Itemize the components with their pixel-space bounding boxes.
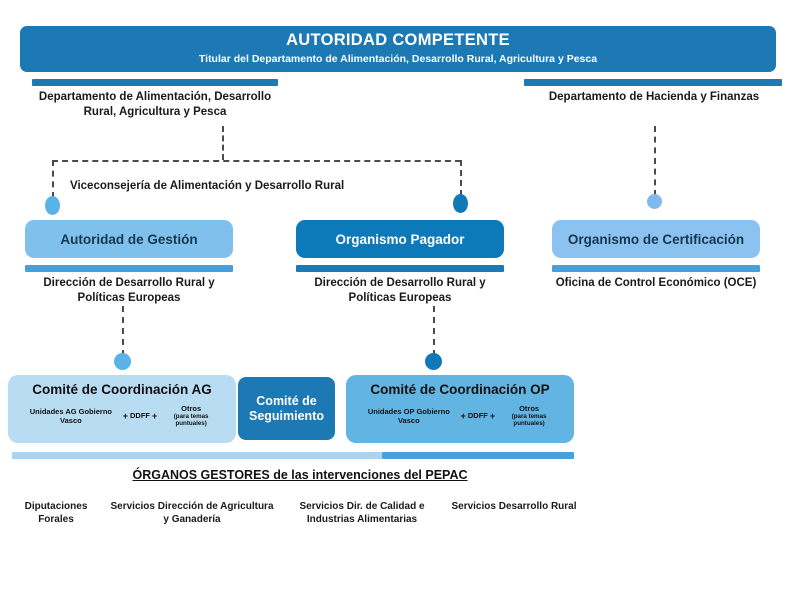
- comite-op-member-2-main: Otros: [519, 403, 540, 413]
- node-comite-op: [425, 353, 442, 370]
- comite-op-title: Comité de Coordinación OP: [370, 382, 550, 397]
- comite-op-plus-1: +: [489, 410, 496, 421]
- connector-stem-hacienda: [654, 126, 656, 196]
- comite-op-member-2: Otros (para temas puntuales): [497, 404, 561, 428]
- comite-ag-plus-0: +: [122, 410, 128, 421]
- autoridad-gestion-subtitle: Dirección de Desarrollo Rural y Política…: [43, 277, 215, 304]
- node-comite-ag: [114, 353, 131, 370]
- organos-accent-bar-left: [12, 452, 382, 459]
- dept-hacienda-label: Departamento de Hacienda y Finanzas: [548, 91, 760, 103]
- comite-op-member-1-main: DDFF: [467, 411, 488, 421]
- organismo-pagador-accent-bar: [296, 265, 504, 272]
- organismo-pagador-subtitle: Dirección de Desarrollo Rural y Política…: [314, 277, 486, 304]
- dept-alimentacion-accent-bar: [32, 79, 278, 86]
- organos-accent-bar-right: [382, 452, 574, 459]
- comite-coordinacion-ag[interactable]: Comité de Coordinación AG Unidades AG Go…: [8, 375, 236, 443]
- comite-seguimiento[interactable]: Comité de Seguimiento: [238, 377, 335, 440]
- organo-servicios-agricultura-ganaderia: Servicios Dirección de Agricultura y Gan…: [110, 501, 274, 525]
- organo-diputaciones-forales: Diputaciones Forales: [24, 501, 88, 525]
- connector-drop-comite-op: [433, 306, 435, 356]
- connector-drop-organismo-pagador: [460, 160, 462, 196]
- node-autoridad-gestion: [45, 196, 60, 215]
- connector-drop-autoridad-gestion: [52, 160, 54, 198]
- role-box-organismo-certificacion[interactable]: Organismo de Certificación: [552, 220, 760, 258]
- comite-ag-member-2-note: (para temas puntuales): [173, 412, 209, 428]
- connector-branch-horizontal: [52, 160, 461, 162]
- authority-banner-subtitle: Titular del Departamento de Alimentación…: [198, 52, 598, 65]
- comite-ag-member-0-main: Unidades AG Gobierno Vasco: [29, 406, 112, 425]
- comite-op-member-0: Unidades OP Gobierno Vasco: [359, 407, 459, 425]
- comite-ag-member-0: Unidades AG Gobierno Vasco: [21, 407, 121, 425]
- organismo-certificacion-accent-bar: [552, 265, 760, 272]
- comite-op-member-1: DDFF: [468, 411, 488, 420]
- organismo-certificacion-subtitle: Oficina de Control Económico (OCE): [555, 277, 757, 289]
- connector-stem-alimentacion: [222, 126, 224, 160]
- comite-op-member-2-note: (para temas puntuales): [511, 412, 547, 428]
- authority-banner-title: AUTORIDAD COMPETENTE: [286, 31, 510, 50]
- authority-banner: AUTORIDAD COMPETENTE Titular del Departa…: [20, 26, 776, 72]
- node-organismo-certificacion: [647, 194, 662, 209]
- autoridad-gestion-accent-bar: [25, 265, 233, 272]
- comite-ag-member-2-main: Otros: [181, 403, 202, 413]
- dept-hacienda-accent-bar: [524, 79, 782, 86]
- comite-ag-plus-1: +: [152, 410, 158, 421]
- role-box-organismo-pagador[interactable]: Organismo Pagador: [296, 220, 504, 258]
- comite-ag-member-1: DDFF: [130, 411, 150, 420]
- comite-ag-member-1-main: DDFF: [130, 411, 150, 421]
- comite-op-member-0-main: Unidades OP Gobierno Vasco: [367, 406, 450, 425]
- comite-ag-title: Comité de Coordinación AG: [32, 382, 212, 397]
- comite-coordinacion-op[interactable]: Comité de Coordinación OP Unidades OP Go…: [346, 375, 574, 443]
- dept-alimentacion-label: Departamento de Alimentación, Desarrollo…: [38, 91, 272, 118]
- connector-drop-comite-ag: [122, 306, 124, 356]
- comite-ag-members: Unidades AG Gobierno Vasco + DDFF + Otro…: [17, 404, 227, 428]
- organo-servicios-calidad-industrias: Servicios Dir. de Calidad e Industrias A…: [299, 501, 425, 525]
- organo-servicios-desarrollo-rural: Servicios Desarrollo Rural: [451, 501, 577, 512]
- comite-ag-member-2: Otros (para temas puntuales): [159, 404, 223, 428]
- viceconsejeria-label: Viceconsejería de Alimentación y Desarro…: [70, 180, 345, 192]
- node-organismo-pagador: [453, 194, 468, 213]
- organos-gestores-title: ÓRGANOS GESTORES de las intervenciones d…: [132, 468, 468, 482]
- role-box-autoridad-gestion[interactable]: Autoridad de Gestión: [25, 220, 233, 258]
- comite-op-plus-0: +: [460, 410, 466, 421]
- comite-op-members: Unidades OP Gobierno Vasco + DDFF + Otro…: [355, 404, 565, 428]
